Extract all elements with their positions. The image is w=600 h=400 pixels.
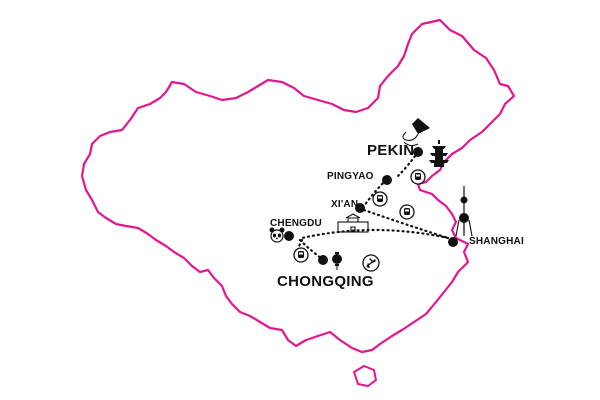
route-chengdu-chongqing [298,238,326,262]
lantern-icon [332,252,342,270]
train-icon [293,247,309,263]
route-shanghai-chengdu [300,228,450,240]
train-icon [399,204,415,220]
panda-icon [269,227,285,243]
train-icon [410,169,426,185]
hainan-island [352,364,378,388]
city-dot-chongqing [318,255,328,265]
train-icon [372,191,388,207]
kite-icon [402,118,430,147]
city-label-chengdu: CHENGDU [270,218,322,229]
city-label-shanghai: SHANGHAI [469,236,524,247]
city-dot-chengdu [284,231,294,241]
city-dot-pingyao [382,175,392,185]
city-label-pingyao: PINGYAO [327,171,374,182]
oriental-pearl-tower-icon [455,186,473,237]
city-wall-icon [337,213,369,233]
route-pekin-pingyao [396,150,420,178]
city-label-xian: XI'AN [331,199,359,210]
route-xian-shanghai [362,208,450,240]
china-border [80,18,516,354]
city-dot-shanghai [448,237,458,247]
city-dot-pekin [413,147,423,157]
route-pingyao-xian [362,178,388,208]
city-label-chongqing: CHONGQING [277,273,374,290]
city-label-pekin: PEKIN [367,142,415,159]
pagoda-icon [429,140,449,167]
plane-icon [362,254,380,272]
city-dot-xian [355,203,365,213]
